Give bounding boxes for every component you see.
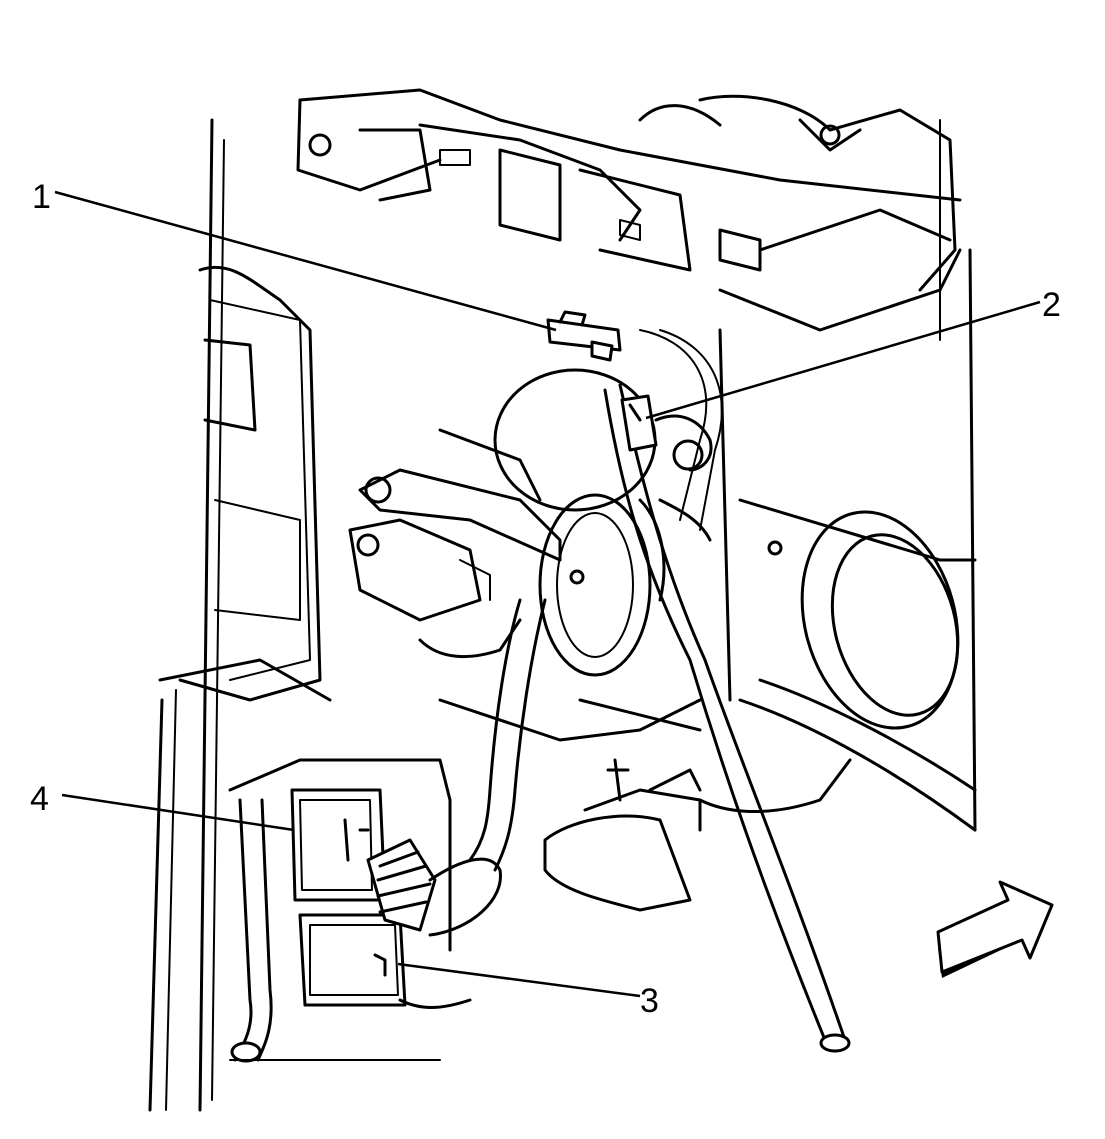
- connector-1: [546, 310, 622, 362]
- connector-2: [620, 394, 713, 472]
- callout-2: 2: [1042, 286, 1061, 324]
- right-panel: [718, 119, 977, 832]
- leader-line-4: [61, 793, 295, 832]
- leader-line-1: [54, 190, 557, 332]
- leader-line-2: [645, 300, 1041, 420]
- lower-right-bracket: [438, 698, 852, 912]
- callout-3: 3: [640, 982, 659, 1020]
- callout-labels: 1 2 3 4: [30, 178, 1061, 1020]
- leader-lines: [54, 190, 1041, 998]
- center-mechanism: [348, 368, 666, 677]
- wire-harness: [468, 329, 851, 1053]
- callout-4: 4: [30, 780, 49, 818]
- lower-module: [228, 758, 502, 1063]
- forward-arrow-icon: [936, 880, 1054, 978]
- leader-line-3: [397, 962, 641, 998]
- callout-1: 1: [32, 178, 51, 216]
- upper-dash-structure: [296, 88, 962, 332]
- left-pillar: [148, 118, 332, 1112]
